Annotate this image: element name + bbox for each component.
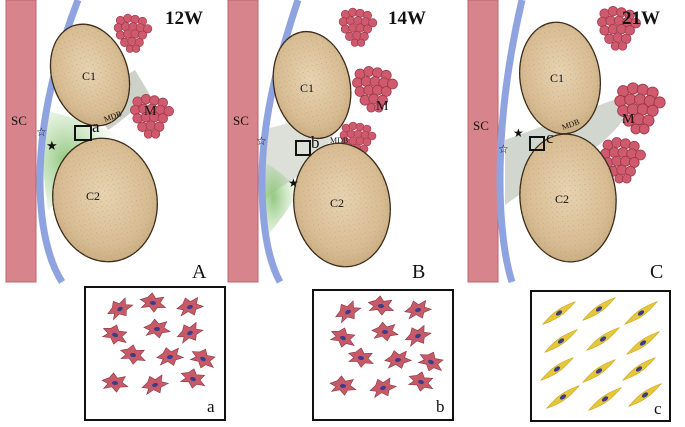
inset-label: c: [654, 399, 662, 418]
roi-label: c: [546, 128, 554, 147]
m-label: M: [622, 112, 635, 127]
star-outline-icon: ☆: [498, 142, 509, 156]
muscle-m: [597, 6, 665, 183]
c1-label: C1: [300, 81, 314, 95]
m-label: M: [144, 104, 157, 119]
panel-letter: C: [650, 261, 663, 283]
m-label: M: [376, 99, 389, 114]
mdb-label: MDB: [330, 136, 348, 145]
c1-label: C1: [550, 71, 564, 85]
spinal-cord: [468, 0, 498, 282]
c2-label: C2: [86, 189, 100, 203]
sc-label: SC: [11, 113, 27, 128]
panel-c: SC C1 C2 MDB M 21W ★ ☆ c C c: [468, 0, 670, 421]
star-solid-icon: ★: [513, 126, 524, 140]
panel-b: SC C1 C2 MDB M 14W ☆ ★ b B b: [228, 0, 453, 420]
star-outline-icon: ☆: [256, 134, 267, 148]
sc-label: SC: [233, 113, 249, 128]
c2-label: C2: [330, 196, 344, 210]
roi-label: b: [311, 133, 320, 152]
c2-label: C2: [555, 192, 569, 206]
star-solid-icon: ★: [46, 138, 58, 153]
week-label: 21W: [622, 8, 660, 29]
panel-letter: A: [192, 261, 207, 283]
panel-a: SC C1 C2 MDB M 12W ★ ☆ a A a: [6, 0, 225, 420]
star-solid-icon: ★: [288, 176, 299, 190]
inset-label: b: [436, 397, 445, 416]
c1-label: C1: [82, 69, 96, 83]
spinal-cord: [6, 0, 36, 282]
panel-letter: B: [412, 261, 425, 283]
week-label: 14W: [388, 8, 426, 29]
roi-label: a: [92, 117, 100, 136]
spinal-cord: [228, 0, 258, 282]
week-label: 12W: [165, 8, 203, 29]
sc-label: SC: [473, 118, 489, 133]
star-outline-icon: ☆: [36, 125, 47, 139]
inset-label: a: [207, 397, 215, 416]
